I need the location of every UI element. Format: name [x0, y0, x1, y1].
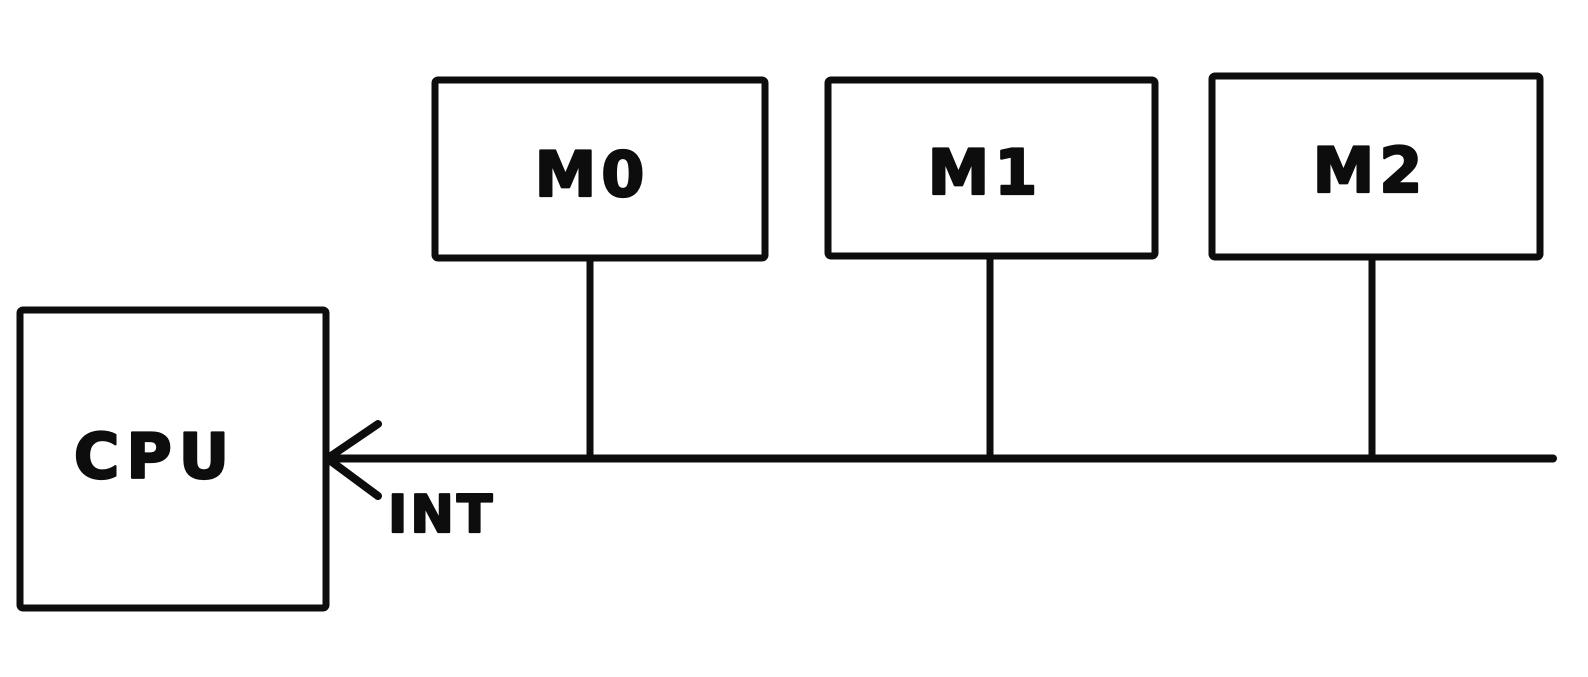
node-m2[interactable]: M2 [1208, 72, 1544, 261]
cpu-label: CPU [74, 420, 236, 493]
m1-label: M1 [928, 136, 1043, 209]
m0-label: M0 [535, 138, 650, 211]
m2-box-outline [1208, 72, 1544, 261]
node-m1[interactable]: M1 [824, 76, 1159, 260]
node-cpu[interactable]: CPU [16, 306, 330, 612]
m0-box-outline [431, 76, 769, 262]
cpu-box-outline [16, 306, 330, 612]
arrowhead-lower-barb [324, 455, 382, 500]
arrowhead-upper-barb [324, 420, 382, 462]
int-signal-label: INT [388, 485, 495, 545]
m1-box-outline [824, 76, 1159, 260]
node-m0[interactable]: M0 [431, 76, 769, 262]
m2-label: M2 [1313, 134, 1428, 207]
